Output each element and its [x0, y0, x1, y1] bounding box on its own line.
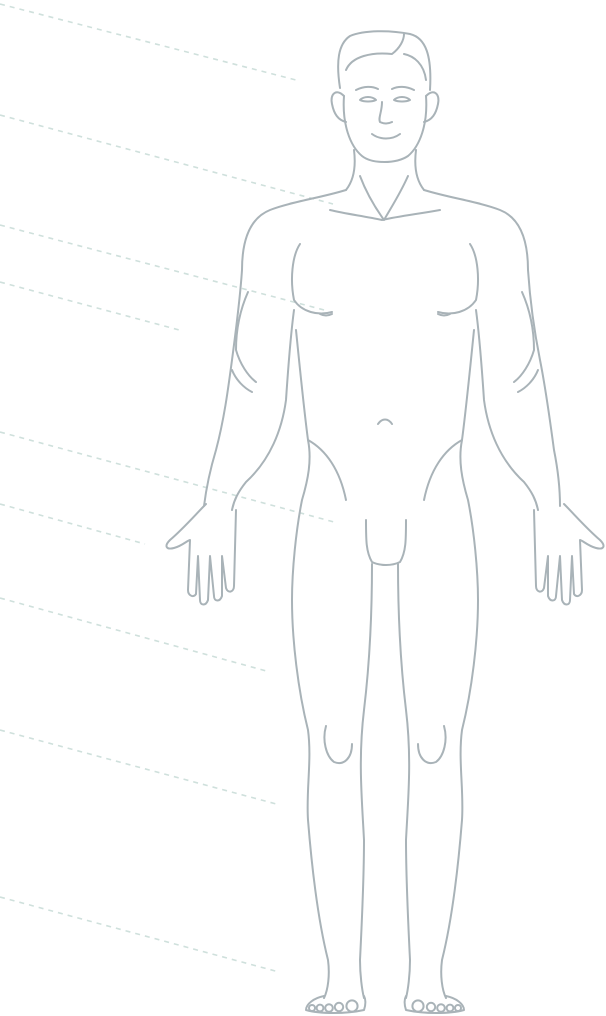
leader-line-shoulder — [0, 114, 334, 205]
iliac-left — [307, 439, 347, 501]
iliac-right — [423, 439, 463, 501]
leader-line-hand — [0, 503, 146, 545]
navel — [377, 418, 393, 425]
pectoral-right — [437, 243, 479, 315]
leg-right-outer — [440, 599, 479, 999]
hair — [337, 30, 432, 91]
toes-left — [308, 999, 359, 1013]
foot-left — [305, 995, 367, 1014]
leader-line-foot — [0, 896, 280, 973]
nose — [378, 101, 393, 125]
leader-line-head — [0, 3, 297, 81]
nipple-right — [437, 313, 451, 317]
brow-right — [391, 85, 415, 91]
nipple-left — [319, 313, 333, 317]
leg-right-inner — [397, 563, 411, 999]
leader-lines — [0, 3, 335, 973]
bicep-left — [235, 291, 257, 383]
hand-right — [533, 503, 605, 606]
leg-left-inner — [359, 563, 373, 999]
arm-inner-left — [231, 309, 295, 511]
ear-right — [423, 91, 440, 123]
leader-line-chest — [0, 224, 329, 312]
brow-left — [355, 85, 379, 91]
eye-right — [393, 96, 411, 103]
pectoral-left — [291, 243, 333, 315]
toes-right — [411, 999, 462, 1013]
knee-right — [417, 725, 447, 764]
waist-left — [291, 329, 311, 601]
bicep-right — [513, 291, 535, 383]
groin — [365, 519, 407, 566]
hand-left — [165, 503, 237, 606]
waist-right — [459, 329, 479, 601]
leader-line-upper-arm — [0, 281, 184, 332]
body-outline — [165, 30, 605, 1014]
ear-left — [330, 91, 347, 123]
foot-right — [403, 995, 465, 1014]
clavicle — [329, 209, 441, 221]
leader-line-thigh — [0, 597, 271, 673]
arm-inner-right — [475, 309, 539, 511]
knee-left — [323, 725, 353, 764]
forearm-right — [517, 369, 539, 393]
forearm-left — [231, 369, 253, 393]
leader-line-lower-leg — [0, 729, 281, 806]
head — [342, 95, 428, 163]
leader-line-abdomen — [0, 431, 335, 523]
eye-left — [359, 96, 377, 103]
torso-outline — [203, 189, 561, 507]
leg-left-outer — [291, 599, 330, 999]
mouth — [371, 133, 401, 140]
neck — [345, 149, 425, 221]
